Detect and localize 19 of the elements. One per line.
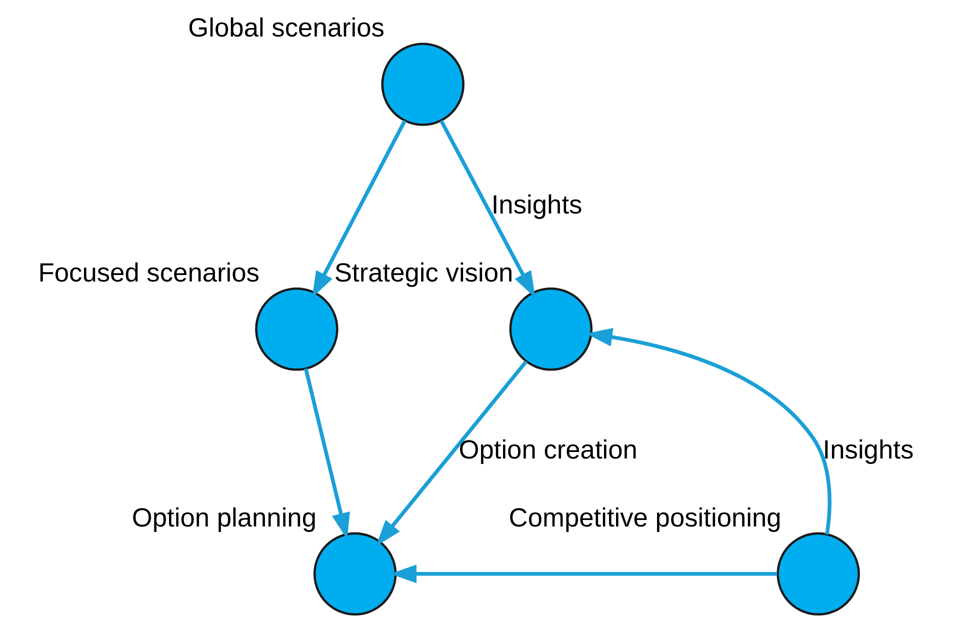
node-label: Strategic vision — [334, 257, 514, 288]
node-label: Focused scenarios — [38, 257, 260, 288]
arrow — [304, 368, 350, 540]
node-label: Competitive positioning — [508, 502, 782, 532]
node-circle — [255, 288, 338, 371]
node-circle — [776, 532, 860, 616]
edge-label: Option creation — [458, 434, 638, 464]
node-circle — [381, 42, 464, 126]
arrow — [586, 328, 832, 535]
arrow — [440, 120, 536, 298]
edge-label: Insights — [822, 434, 914, 464]
arrow — [312, 120, 406, 298]
edge-label: Insights — [491, 190, 582, 220]
node-circle — [509, 288, 593, 371]
arrow — [390, 564, 778, 584]
node-label: Option planning — [132, 502, 317, 532]
node-circle — [313, 532, 397, 616]
node-label: Global scenarios — [188, 12, 385, 43]
arrow — [376, 360, 528, 546]
